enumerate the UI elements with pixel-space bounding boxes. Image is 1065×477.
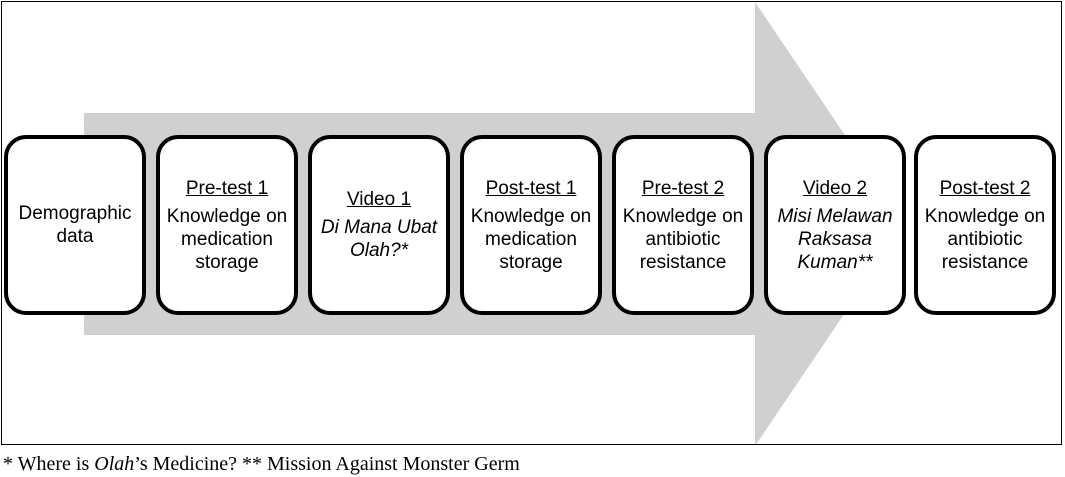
step-body: Knowledge on antibiotic resistance — [924, 205, 1046, 273]
step-pre-test-1: Pre-test 1 Knowledge on medication stora… — [156, 135, 298, 315]
step-video-2: Video 2 Misi Melawan Raksasa Kuman** — [764, 135, 906, 315]
footnote-italic-name: Olah — [94, 453, 135, 475]
step-demographic-data: Demographic data — [4, 135, 146, 315]
step-title: Post-test 1 — [485, 177, 577, 199]
step-body: Knowledge on antibiotic resistance — [622, 205, 744, 273]
step-body: Demographic data — [18, 203, 132, 247]
step-title: Video 1 — [346, 189, 412, 210]
step-post-test-2: Post-test 2 Knowledge on antibiotic resi… — [914, 135, 1056, 315]
footnote: * Where is Olah’s Medicine? ** Mission A… — [3, 452, 520, 476]
step-body: Knowledge on medication storage — [470, 205, 592, 273]
step-title: Post-test 2 — [939, 177, 1031, 199]
diagram-frame: Demographic data Pre-test 1 Knowledge on… — [1, 1, 1062, 445]
step-title: Pre-test 2 — [641, 177, 725, 199]
footnote-text-rest: ’s Medicine? ** Mission Against Monster … — [134, 453, 520, 475]
step-video-1: Video 1 Di Mana Ubat Olah?* — [308, 135, 450, 315]
footnote-text: * Where is — [3, 453, 95, 475]
step-body: Di Mana Ubat Olah?* — [320, 217, 438, 261]
step-body: Knowledge on medication storage — [166, 205, 288, 273]
step-title: Video 2 — [802, 177, 868, 199]
step-pre-test-2: Pre-test 2 Knowledge on antibiotic resis… — [612, 135, 754, 315]
step-post-test-1: Post-test 1 Knowledge on medication stor… — [460, 135, 602, 315]
step-title: Pre-test 1 — [185, 177, 269, 199]
step-body: Misi Melawan Raksasa Kuman** — [777, 205, 893, 273]
